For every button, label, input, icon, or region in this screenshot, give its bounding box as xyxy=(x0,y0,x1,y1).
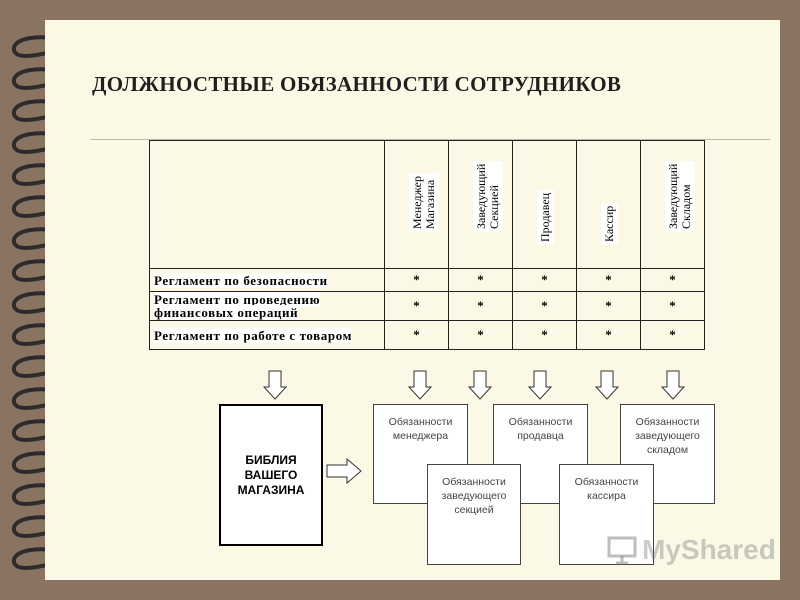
mark-cell: * xyxy=(576,320,641,350)
table-corner-cell xyxy=(149,140,385,269)
spiral-ring xyxy=(12,419,63,442)
table-row: Регламент по безопасности * * * * * xyxy=(149,268,705,292)
duties-table: Менеджер Магазина Заведующий Секцией Про… xyxy=(149,140,705,350)
store-bible-box: БИБЛИЯ ВАШЕГО МАГАЗИНА xyxy=(219,404,323,546)
spiral-ring xyxy=(12,387,63,410)
spiral-ring xyxy=(12,355,63,378)
page-title: ДОЛЖНОСТНЫЕ ОБЯЗАННОСТИ СОТРУДНИКОВ xyxy=(92,72,622,96)
mark-cell: * xyxy=(384,268,449,292)
mark-cell: * xyxy=(512,320,577,350)
mark-cell: * xyxy=(448,268,513,292)
spiral-ring xyxy=(12,323,63,346)
mark-cell: * xyxy=(576,268,641,292)
table-row: Регламент по проведению финансовых опера… xyxy=(149,291,705,321)
spiral-ring xyxy=(12,35,63,58)
spiral-ring xyxy=(12,99,63,122)
header-seller: Продавец xyxy=(512,140,577,269)
spiral-ring xyxy=(12,259,63,282)
mark-cell: * xyxy=(512,291,577,321)
mark-cell: * xyxy=(640,291,705,321)
arrow-down-icon xyxy=(661,370,685,400)
header-warehouse-head: Заведующий Складом xyxy=(640,140,705,269)
spiral-ring xyxy=(12,483,63,506)
spiral-ring xyxy=(12,547,63,570)
spiral-ring xyxy=(12,163,63,186)
mark-cell: * xyxy=(448,320,513,350)
mark-cell: * xyxy=(640,320,705,350)
spiral-ring xyxy=(12,515,63,538)
header-section-head: Заведующий Секцией xyxy=(448,140,513,269)
spiral-ring xyxy=(12,291,63,314)
table-header-row: Менеджер Магазина Заведующий Секцией Про… xyxy=(149,140,705,269)
spiral-ring xyxy=(12,131,63,154)
arrow-down-icon xyxy=(528,370,552,400)
arrow-down-icon xyxy=(263,370,287,400)
row-label: Регламент по работе с товаром xyxy=(149,320,385,350)
table-row: Регламент по работе с товаром * * * * * xyxy=(149,320,705,350)
duty-box-section: Обязанности заведующего секцией xyxy=(427,464,521,565)
header-manager: Менеджер Магазина xyxy=(384,140,449,269)
arrow-right-icon xyxy=(326,458,362,484)
spiral-ring xyxy=(12,451,63,474)
row-label: Регламент по проведению финансовых опера… xyxy=(149,291,385,321)
header-cashier: Кассир xyxy=(576,140,641,269)
mark-cell: * xyxy=(640,268,705,292)
spiral-ring xyxy=(12,227,63,250)
spiral-ring xyxy=(12,195,63,218)
mark-cell: * xyxy=(384,320,449,350)
mark-cell: * xyxy=(576,291,641,321)
presentation-board-icon xyxy=(607,536,637,565)
duty-box-cashier: Обязанности кассира xyxy=(559,464,654,565)
arrow-down-icon xyxy=(595,370,619,400)
row-label: Регламент по безопасности xyxy=(149,268,385,292)
mark-cell: * xyxy=(448,291,513,321)
mark-cell: * xyxy=(384,291,449,321)
title-divider xyxy=(90,139,770,140)
spiral-ring xyxy=(12,67,63,90)
mark-cell: * xyxy=(512,268,577,292)
arrow-down-icon xyxy=(468,370,492,400)
arrow-down-icon xyxy=(408,370,432,400)
watermark: MyShared xyxy=(606,534,776,566)
